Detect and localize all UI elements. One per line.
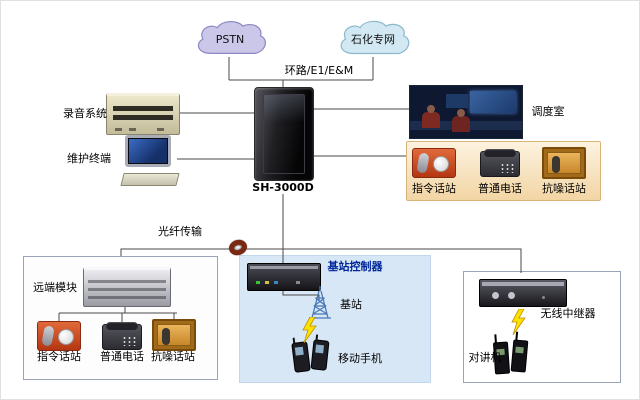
intercom-label: 对讲机 xyxy=(468,351,502,364)
lightning-icon xyxy=(511,309,526,335)
telephone-label: 普通电话 xyxy=(100,350,144,363)
noise-station-icon xyxy=(152,319,196,351)
base-station-controller-device xyxy=(247,263,321,291)
wireless-repeater-device xyxy=(479,279,567,307)
trunk-link-label: 环路/E1/E&M xyxy=(284,64,354,77)
noise-station-label: 抗噪话站 xyxy=(151,350,195,363)
operator-icon xyxy=(452,109,470,132)
pstn-cloud: PSTN xyxy=(190,18,270,60)
monitor-icon xyxy=(125,135,171,167)
base-station-controller-label: 基站控制器 xyxy=(327,260,383,273)
petro-network-cloud: 石化专网 xyxy=(327,18,419,60)
maintenance-terminal-label: 维护终端 xyxy=(67,152,111,165)
telephone-icon xyxy=(480,149,520,177)
command-station-icon xyxy=(37,321,81,351)
telephone-icon xyxy=(102,322,142,350)
keyboard-icon xyxy=(120,173,180,186)
cloud-icon xyxy=(197,21,266,54)
mobile-phone-label: 移动手机 xyxy=(338,352,382,365)
sh3000d-cabinet xyxy=(254,87,314,181)
remote-module-device xyxy=(83,267,171,307)
noise-station-label: 抗噪话站 xyxy=(542,182,586,195)
command-station-icon xyxy=(412,148,456,178)
petro-network-cloud-label: 石化专网 xyxy=(351,33,395,46)
dispatch-room-label: 调度室 xyxy=(531,105,565,118)
wall-screen-icon xyxy=(470,91,516,113)
lightning-icon xyxy=(302,317,317,343)
wireless-repeater-label: 无线中继器 xyxy=(540,307,596,320)
monitor-icon xyxy=(446,94,468,108)
maintenance-terminal-device xyxy=(120,135,180,187)
pstn-cloud-label: PSTN xyxy=(215,32,245,46)
recording-system-device xyxy=(106,93,180,135)
noise-station-icon xyxy=(542,147,586,179)
recording-system-label: 录音系统 xyxy=(63,107,107,120)
dispatch-room-photo xyxy=(409,85,523,139)
cloud-icon xyxy=(340,20,410,55)
command-station-label: 指令话站 xyxy=(412,182,456,195)
base-station-antenna-icon xyxy=(309,286,331,319)
cabinet-label: SH-3000D xyxy=(249,181,317,195)
fiber-transmission-label: 光纤传输 xyxy=(158,225,202,238)
telephone-label: 普通电话 xyxy=(478,182,522,195)
command-station-label: 指令话站 xyxy=(37,350,81,363)
remote-module-label: 远端模块 xyxy=(33,281,77,294)
operator-icon xyxy=(422,105,440,128)
base-station-label: 基站 xyxy=(340,298,362,311)
